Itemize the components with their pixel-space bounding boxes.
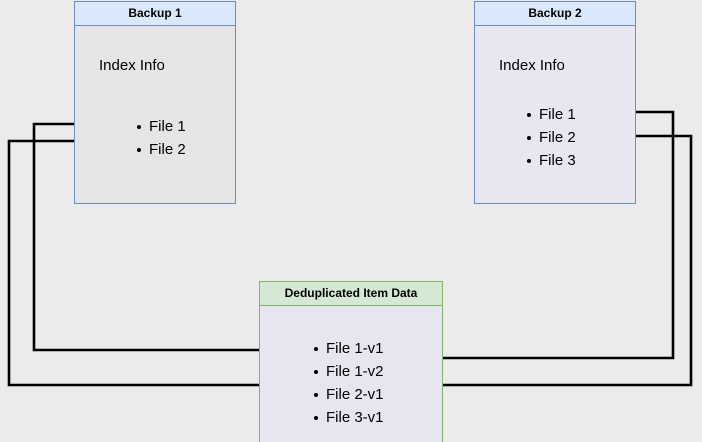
backup-1-file-list: File 1 File 2 — [131, 115, 186, 161]
backup-1-index-info-label: Index Info — [99, 57, 165, 74]
list-item[interactable]: File 1-v2 — [314, 360, 384, 383]
list-item[interactable]: File 1-v1 — [314, 337, 384, 360]
node-backup-2-body: Index Info File 1 File 2 File 3 — [475, 26, 635, 203]
node-deduplicated-item-data-body: File 1-v1 File 1-v2 File 2-v1 File 3-v1 — [260, 306, 442, 442]
list-item[interactable]: File 2 — [137, 138, 186, 161]
backup-2-index-info-label: Index Info — [499, 57, 565, 74]
list-item[interactable]: File 3 — [527, 149, 576, 172]
list-item[interactable]: File 1 — [137, 115, 186, 138]
node-deduplicated-item-data-header: Deduplicated Item Data — [260, 282, 442, 306]
backup-2-file-list: File 1 File 2 File 3 — [521, 103, 576, 172]
node-backup-1[interactable]: Backup 1 Index Info File 1 File 2 — [74, 1, 236, 204]
list-item[interactable]: File 3-v1 — [314, 406, 384, 429]
node-backup-2-header: Backup 2 — [475, 2, 635, 26]
dedup-file-list: File 1-v1 File 1-v2 File 2-v1 File 3-v1 — [308, 337, 384, 429]
node-backup-1-header: Backup 1 — [75, 2, 235, 26]
node-backup-1-body: Index Info File 1 File 2 — [75, 26, 235, 203]
list-item[interactable]: File 2-v1 — [314, 383, 384, 406]
node-deduplicated-item-data[interactable]: Deduplicated Item Data File 1-v1 File 1-… — [259, 281, 443, 442]
list-item[interactable]: File 2 — [527, 126, 576, 149]
node-backup-2[interactable]: Backup 2 Index Info File 1 File 2 File 3 — [474, 1, 636, 204]
list-item[interactable]: File 1 — [527, 103, 576, 126]
